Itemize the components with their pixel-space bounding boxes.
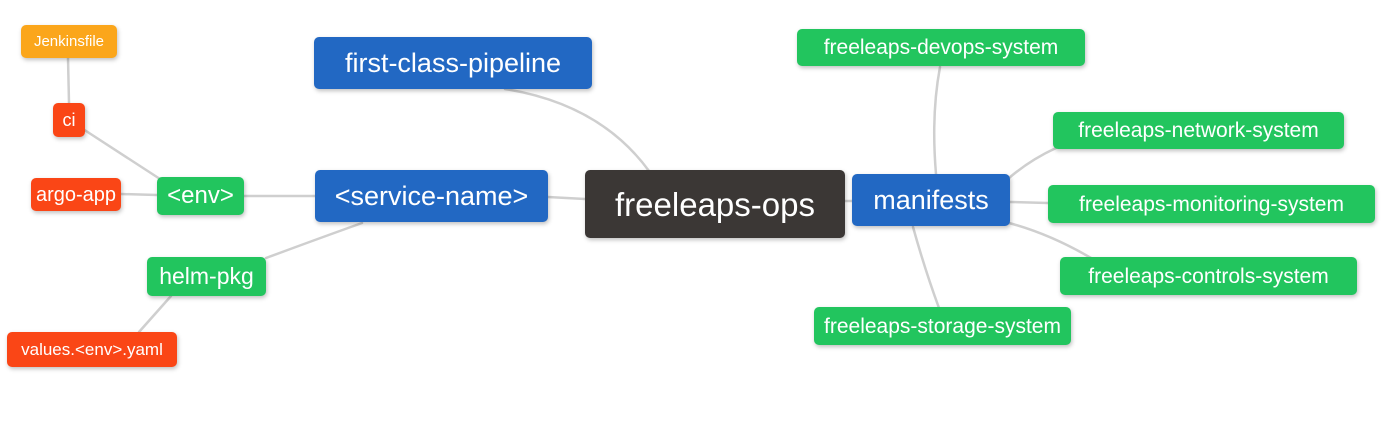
- edge-jenkinsfile-ci: [66, 56, 71, 105]
- node-controls-system[interactable]: freeleaps-controls-system: [1060, 257, 1357, 295]
- node-storage-system[interactable]: freeleaps-storage-system: [814, 307, 1071, 345]
- node-service-name[interactable]: <service-name>: [315, 170, 548, 222]
- edge-manifests-controls: [1007, 221, 1093, 260]
- node-jenkinsfile[interactable]: Jenkinsfile: [21, 25, 117, 58]
- edge-ci-env: [81, 127, 162, 181]
- node-devops-system[interactable]: freeleaps-devops-system: [797, 29, 1085, 66]
- node-first-class-pipeline[interactable]: first-class-pipeline: [314, 37, 592, 89]
- node-network-system[interactable]: freeleaps-network-system: [1053, 112, 1344, 149]
- edge-service-name-root: [546, 195, 587, 201]
- edge-helm-pkg-service-name: [264, 221, 364, 260]
- edge-argo-app-env: [119, 192, 159, 197]
- node-values-env-yaml[interactable]: values.<env>.yaml: [7, 332, 177, 367]
- edge-values-helm-pkg: [137, 294, 173, 334]
- edge-pipeline-root: [503, 87, 651, 173]
- edge-manifests-devops: [932, 65, 942, 176]
- node-env[interactable]: <env>: [157, 177, 244, 215]
- node-root-freeleaps-ops[interactable]: freeleaps-ops: [585, 170, 845, 238]
- node-helm-pkg[interactable]: helm-pkg: [147, 257, 266, 296]
- node-monitoring-system[interactable]: freeleaps-monitoring-system: [1048, 185, 1375, 223]
- edge-manifests-storage: [911, 225, 941, 310]
- edge-manifests-network: [1007, 146, 1058, 180]
- edge-manifests-monitoring: [1008, 200, 1050, 205]
- node-manifests[interactable]: manifests: [852, 174, 1010, 226]
- node-ci[interactable]: ci: [53, 103, 85, 137]
- node-argo-app[interactable]: argo-app: [31, 178, 121, 211]
